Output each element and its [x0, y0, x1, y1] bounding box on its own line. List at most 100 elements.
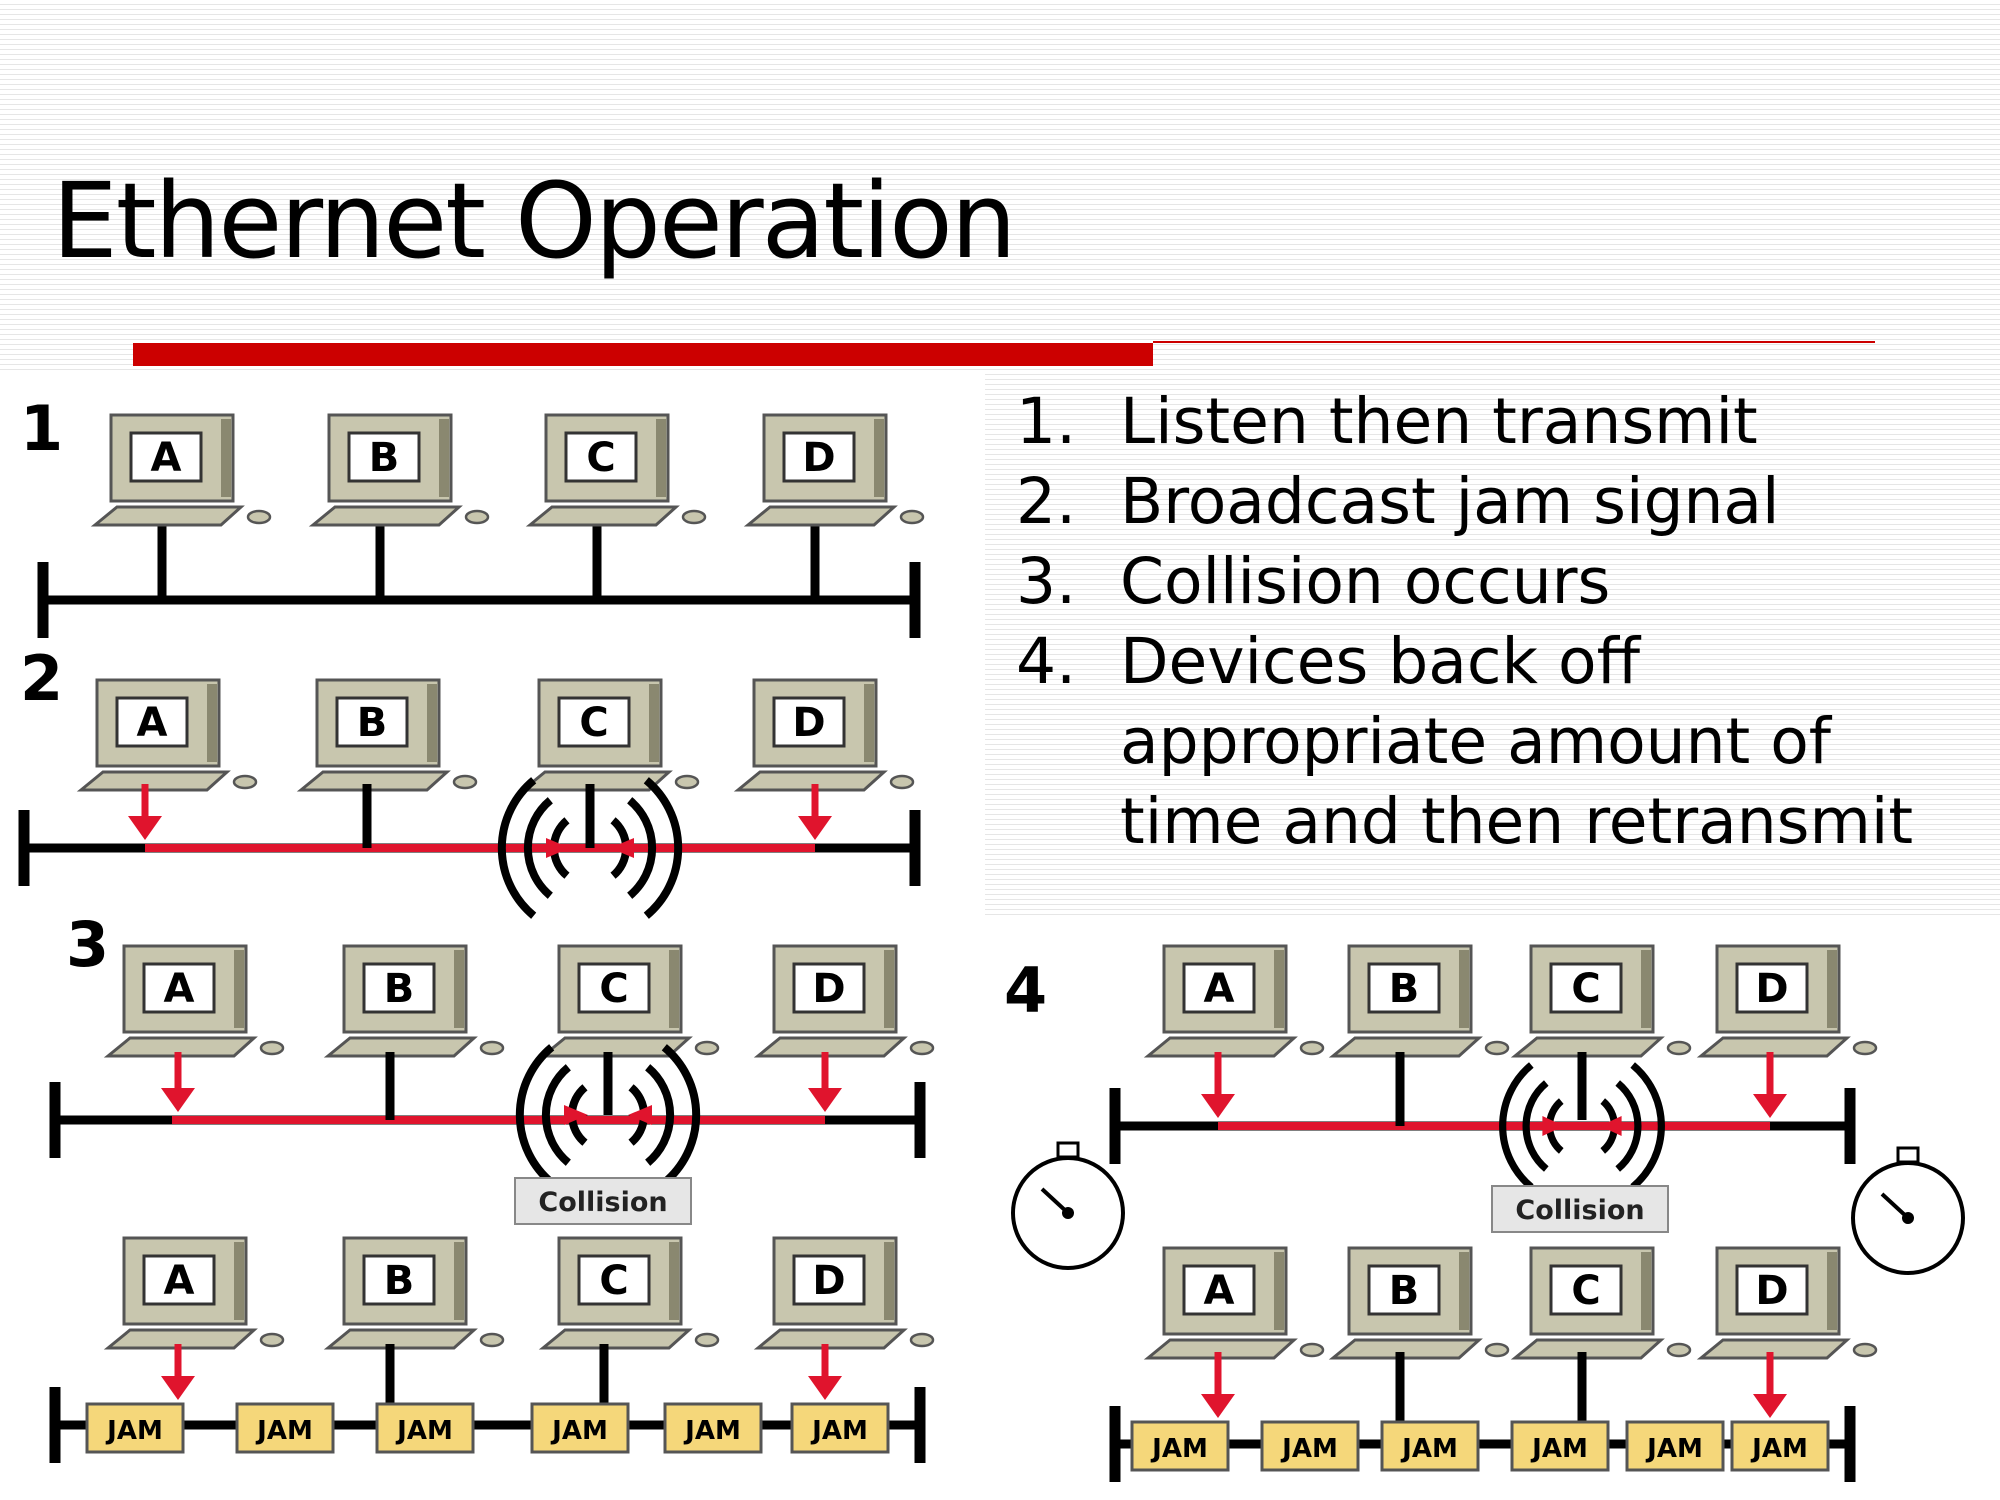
jam-label: JAM	[1750, 1434, 1808, 1464]
mouse	[1484, 1040, 1510, 1056]
collision-label-box	[514, 1177, 692, 1225]
keyboard	[296, 770, 451, 792]
host-label: C	[579, 700, 608, 746]
collision-wave-icon	[1499, 1062, 1665, 1190]
keyboard	[1696, 1338, 1851, 1360]
computer-icon: A	[103, 944, 285, 1058]
monitor-side	[427, 684, 437, 762]
jam-box	[790, 1402, 890, 1454]
monitor-side	[656, 419, 666, 497]
jam-label: JAM	[255, 1416, 313, 1446]
signal-arrowhead	[1201, 1394, 1235, 1418]
computer-icon: D	[753, 944, 935, 1058]
computer-icon: B	[308, 413, 490, 527]
panel-label-3: 3	[66, 908, 109, 981]
monitor-screen	[1549, 1264, 1623, 1316]
keyboard	[1510, 1338, 1665, 1360]
mouse	[479, 1332, 505, 1348]
monitor-side	[874, 419, 884, 497]
keyboard	[90, 505, 245, 527]
monitor-screen	[347, 431, 421, 483]
monitor-screen	[792, 1254, 866, 1306]
keyboard	[753, 1036, 908, 1058]
collision-arrow	[564, 1105, 588, 1125]
host-label: B	[357, 700, 388, 746]
mouse	[259, 1332, 285, 1348]
wave-arc	[541, 1064, 571, 1166]
mouse	[694, 1332, 720, 1348]
host-label: C	[599, 966, 628, 1012]
host-label: D	[812, 966, 845, 1012]
signal-arrowhead	[1753, 1394, 1787, 1418]
computer-icon: A	[103, 1236, 285, 1350]
host-label: A	[1204, 966, 1235, 1012]
computer-icon: C	[1510, 1246, 1692, 1360]
signal-arrowhead	[798, 816, 832, 840]
monitor-side	[234, 1242, 244, 1320]
keyboard	[1328, 1036, 1483, 1058]
wave-arc	[1522, 1080, 1549, 1172]
mouse	[909, 1332, 935, 1348]
collision-wave-icon	[497, 777, 683, 919]
wave-arc	[523, 797, 553, 899]
mouse	[694, 1040, 720, 1056]
text-background	[985, 370, 2000, 915]
collision-arrow	[628, 1105, 652, 1125]
host-label: B	[369, 435, 400, 481]
monitor-screen	[335, 696, 409, 748]
jam-box	[1260, 1420, 1360, 1472]
monitor-screen	[142, 1254, 216, 1306]
monitor-side	[221, 419, 231, 497]
jam-box	[235, 1402, 335, 1454]
panel-label-2: 2	[20, 642, 63, 715]
host-label: D	[1755, 1268, 1788, 1314]
keyboard	[525, 505, 680, 527]
wave-arc	[515, 1044, 555, 1186]
host-label: B	[384, 966, 415, 1012]
computer-icon: A	[1143, 944, 1325, 1058]
step-text: Collision occurs	[1120, 545, 1611, 618]
jam-label: JAM	[810, 1416, 868, 1446]
mouse	[452, 774, 478, 790]
mouse	[899, 509, 925, 525]
monitor-screen	[564, 431, 638, 483]
computer-icon: A	[1143, 1246, 1325, 1360]
mouse	[1666, 1342, 1692, 1358]
monitor-screen	[1182, 1264, 1256, 1316]
host-label: C	[1571, 1268, 1600, 1314]
header-background	[0, 0, 2000, 370]
jam-box	[375, 1402, 475, 1454]
signal-arrowhead	[128, 816, 162, 840]
host-label: C	[599, 1258, 628, 1304]
signal-arrowhead	[161, 1088, 195, 1112]
computer-icon: A	[90, 413, 272, 527]
step-text: Broadcast jam signal	[1120, 465, 1780, 538]
collision-arrow	[610, 838, 634, 858]
mouse	[909, 1040, 935, 1056]
signal-arrowhead	[1201, 1094, 1235, 1118]
monitor-side	[1641, 1252, 1651, 1330]
host-label: A	[151, 435, 182, 481]
collision-arrow	[546, 838, 570, 858]
jam-label: JAM	[105, 1416, 163, 1446]
monitor-side	[1827, 1252, 1837, 1330]
host-label: A	[164, 1258, 195, 1304]
wave-arc	[1630, 1062, 1665, 1190]
title-underline	[133, 343, 1153, 366]
monitor-screen	[142, 962, 216, 1014]
mouse	[1852, 1342, 1878, 1358]
monitor-screen	[577, 1254, 651, 1306]
mouse	[259, 1040, 285, 1056]
monitor-screen	[1367, 1264, 1441, 1316]
monitor-screen	[362, 962, 436, 1014]
computer-icon: D	[753, 1236, 935, 1350]
monitor-side	[1274, 1252, 1284, 1330]
step-item: 3.Collision occurs	[1016, 542, 1976, 622]
monitor-screen	[782, 431, 856, 483]
computer-icon: B	[1328, 944, 1510, 1058]
computer-icon: D	[1696, 944, 1878, 1058]
step-item: 4.Devices back off appropriate amount of…	[1016, 622, 1976, 862]
mouse	[246, 509, 272, 525]
host-label: A	[137, 700, 168, 746]
